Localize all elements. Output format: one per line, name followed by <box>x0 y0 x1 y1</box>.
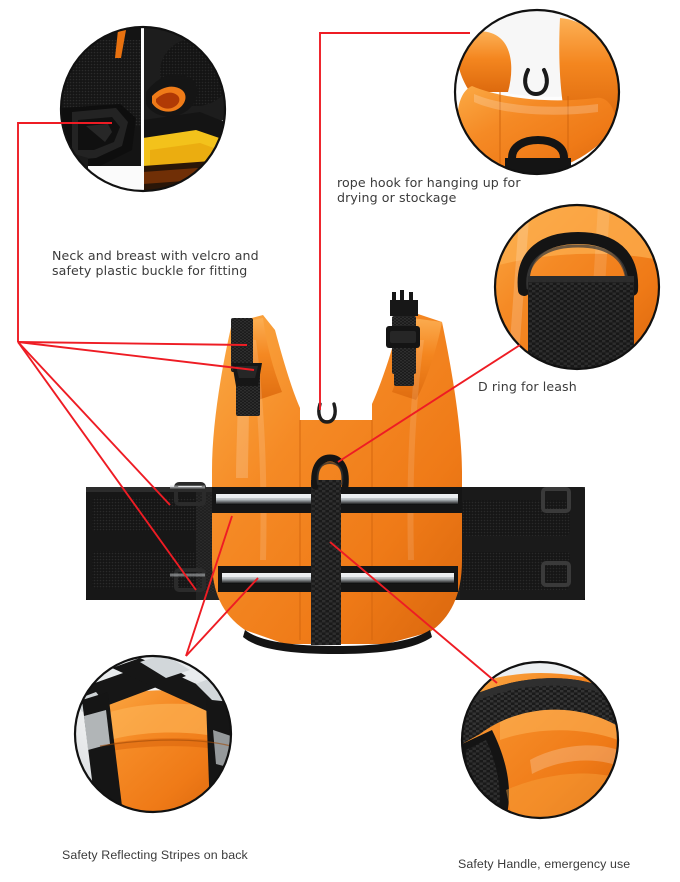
callout-label-neck-breast: Neck and breast with velcro and safety p… <box>52 248 259 279</box>
vest-handle-strap <box>311 454 349 645</box>
leader-d-ring <box>337 344 521 463</box>
callout-photo-rope-hook <box>455 10 619 174</box>
callout-label-rope-hook: rope hook for hanging up for drying or s… <box>337 175 521 206</box>
callout-ring-d-ring <box>493 203 661 371</box>
rope-hook-loop <box>317 402 337 424</box>
leader-neck-breast-to-belt-b <box>17 341 197 591</box>
leader-stripes-lower <box>185 577 259 657</box>
right-slider-buckle-bottom <box>541 561 571 587</box>
leader-stripes-upper <box>185 515 233 657</box>
callout-label-reflecting-stripes: Safety Reflecting Stripes on back <box>62 848 248 862</box>
callout-ring-neck-breast <box>59 25 227 193</box>
left-belt-adjuster-lower <box>170 568 206 592</box>
leader-neck-breast-trunk <box>17 122 112 342</box>
callout-ring-rope-hook <box>453 8 621 176</box>
leader-lines <box>17 32 521 684</box>
leader-neck-breast-to-left-strap <box>17 341 248 346</box>
right-slider-buckle-top <box>541 487 571 513</box>
right-side-release-buckle <box>386 326 420 348</box>
callout-ring-reflecting-stripes <box>73 654 233 814</box>
leader-rope-hook <box>319 32 470 410</box>
callout-label-safety-handle: Safety Handle, emergency use <box>458 857 631 871</box>
callout-photo-d-ring <box>495 205 659 369</box>
leader-neck-breast-to-left-buckle <box>17 341 255 371</box>
left-belt-adjuster <box>170 482 206 506</box>
callout-ring-safety-handle <box>460 660 620 820</box>
callout-photo-neck-breast <box>61 27 225 191</box>
right-shoulder-strap <box>386 290 420 386</box>
leader-safety-handle <box>329 541 498 684</box>
callout-photo-safety-handle <box>462 662 618 818</box>
leader-neck-breast-to-belt-a <box>17 341 171 506</box>
callout-label-d-ring: D ring for leash <box>478 379 577 394</box>
left-side-release-buckle <box>232 363 262 386</box>
